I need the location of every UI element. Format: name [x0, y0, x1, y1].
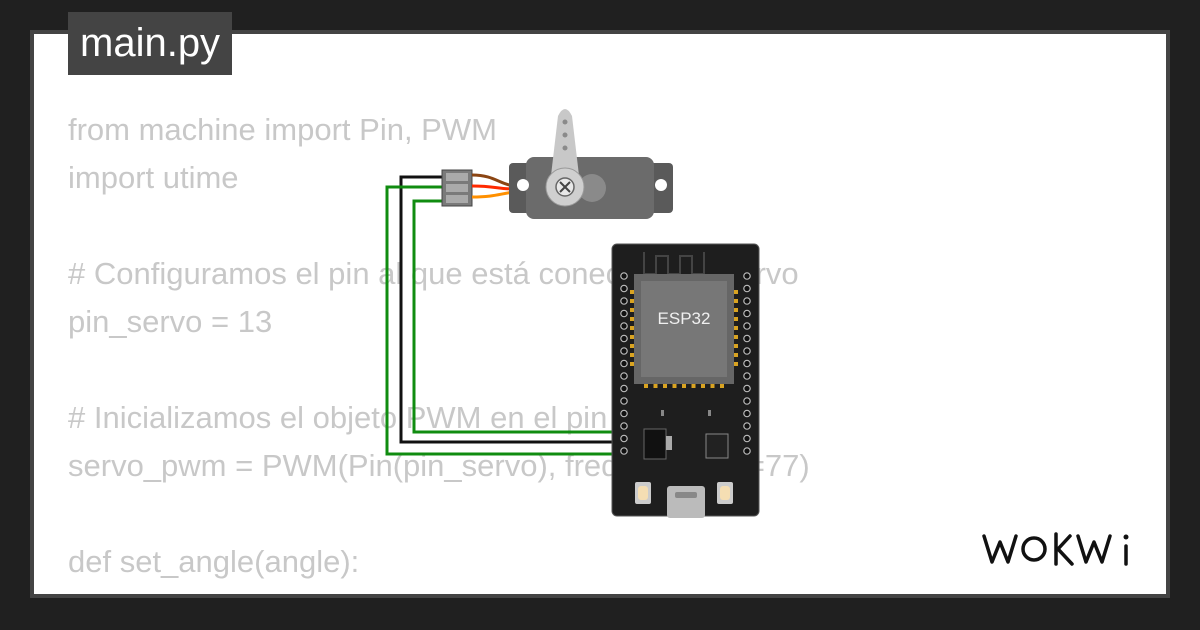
module-pin: [630, 335, 634, 339]
module-pin: [734, 353, 738, 357]
module-pins: [630, 290, 738, 388]
module-pin: [734, 362, 738, 366]
circuit-diagram: ESP32: [385, 109, 760, 518]
header-pin: [743, 372, 751, 380]
module-pin: [653, 384, 658, 388]
header-pin: [620, 422, 628, 430]
header-pin: [743, 409, 751, 418]
header-pins-left: [620, 272, 628, 455]
code-line: def set_angle(angle):: [68, 544, 360, 579]
module-pin: [734, 290, 738, 294]
header-pin: [743, 284, 751, 293]
module-pin: [682, 384, 686, 388]
code-preview-panel: from machine import Pin, PWM import utime…: [30, 30, 1170, 598]
module-pin: [734, 335, 738, 339]
chip-label: ESP32: [658, 309, 711, 328]
header-pin: [620, 397, 628, 405]
header-pin: [620, 409, 628, 418]
header-pin: [743, 322, 751, 330]
header-pin: [620, 309, 628, 318]
header-pin: [743, 334, 751, 343]
header-pins-right: [743, 272, 751, 455]
module-pin: [630, 344, 634, 348]
module-pin: [734, 317, 738, 321]
header-pin: [620, 384, 628, 393]
header-pin: [620, 272, 628, 280]
module-pin: [720, 384, 724, 388]
module-pin: [630, 299, 634, 303]
module-pin: [710, 384, 715, 388]
module-pin: [630, 317, 634, 321]
servo-motor[interactable]: [509, 109, 673, 219]
wire-green-inner: [412, 199, 624, 434]
module-pin: [630, 290, 634, 294]
header-pin: [620, 434, 628, 443]
header-pin: [743, 422, 751, 430]
header-pin: [620, 372, 628, 380]
header-pin: [743, 434, 751, 443]
module-pin: [734, 308, 738, 312]
module-pin: [691, 384, 696, 388]
esp32-board[interactable]: ESP32: [611, 243, 760, 518]
module-pin: [630, 326, 634, 330]
file-tab-label: main.py: [80, 21, 221, 65]
header-pin: [743, 347, 751, 355]
module-pin: [630, 353, 634, 357]
header-pin: [620, 347, 628, 355]
file-tab[interactable]: main.py: [68, 12, 233, 75]
module-pin: [630, 362, 634, 366]
header-pin: [620, 447, 628, 455]
voltage-regulator: [643, 428, 667, 460]
header-pin: [743, 359, 751, 368]
header-pin: [620, 297, 628, 305]
header-pin: [620, 359, 628, 368]
header-pin: [620, 334, 628, 343]
code-line: import utime: [68, 160, 239, 195]
wire-green-outer: [385, 185, 624, 456]
code-line: # Convertimos el ángulo deseado a un val…: [68, 586, 950, 594]
header-pin: [743, 297, 751, 305]
servo-wires: [385, 175, 624, 456]
module-pin: [630, 308, 634, 312]
wokwi-logo: [982, 532, 1129, 566]
usb-serial-chip: [705, 433, 729, 459]
header-pin: [620, 322, 628, 330]
wire-black: [399, 175, 624, 444]
module-pin: [663, 384, 667, 388]
header-pin: [620, 284, 628, 293]
module-pin: [644, 384, 648, 388]
module-pin: [734, 326, 738, 330]
header-pin: [743, 447, 751, 455]
module-pin: [701, 384, 705, 388]
code-line: from machine import Pin, PWM: [68, 112, 497, 147]
reset-button[interactable]: [717, 482, 733, 504]
module-pin: [734, 344, 738, 348]
module-pin: [734, 299, 738, 303]
boot-button[interactable]: [635, 482, 651, 504]
header-pin: [743, 384, 751, 393]
header-pin: [743, 397, 751, 405]
code-line: pin_servo = 13: [68, 304, 273, 339]
usb-port: [667, 486, 705, 518]
header-pin: [743, 272, 751, 280]
module-pin: [672, 384, 677, 388]
indicators: [661, 410, 711, 416]
servo-connector: [441, 169, 515, 207]
header-pin: [743, 309, 751, 318]
